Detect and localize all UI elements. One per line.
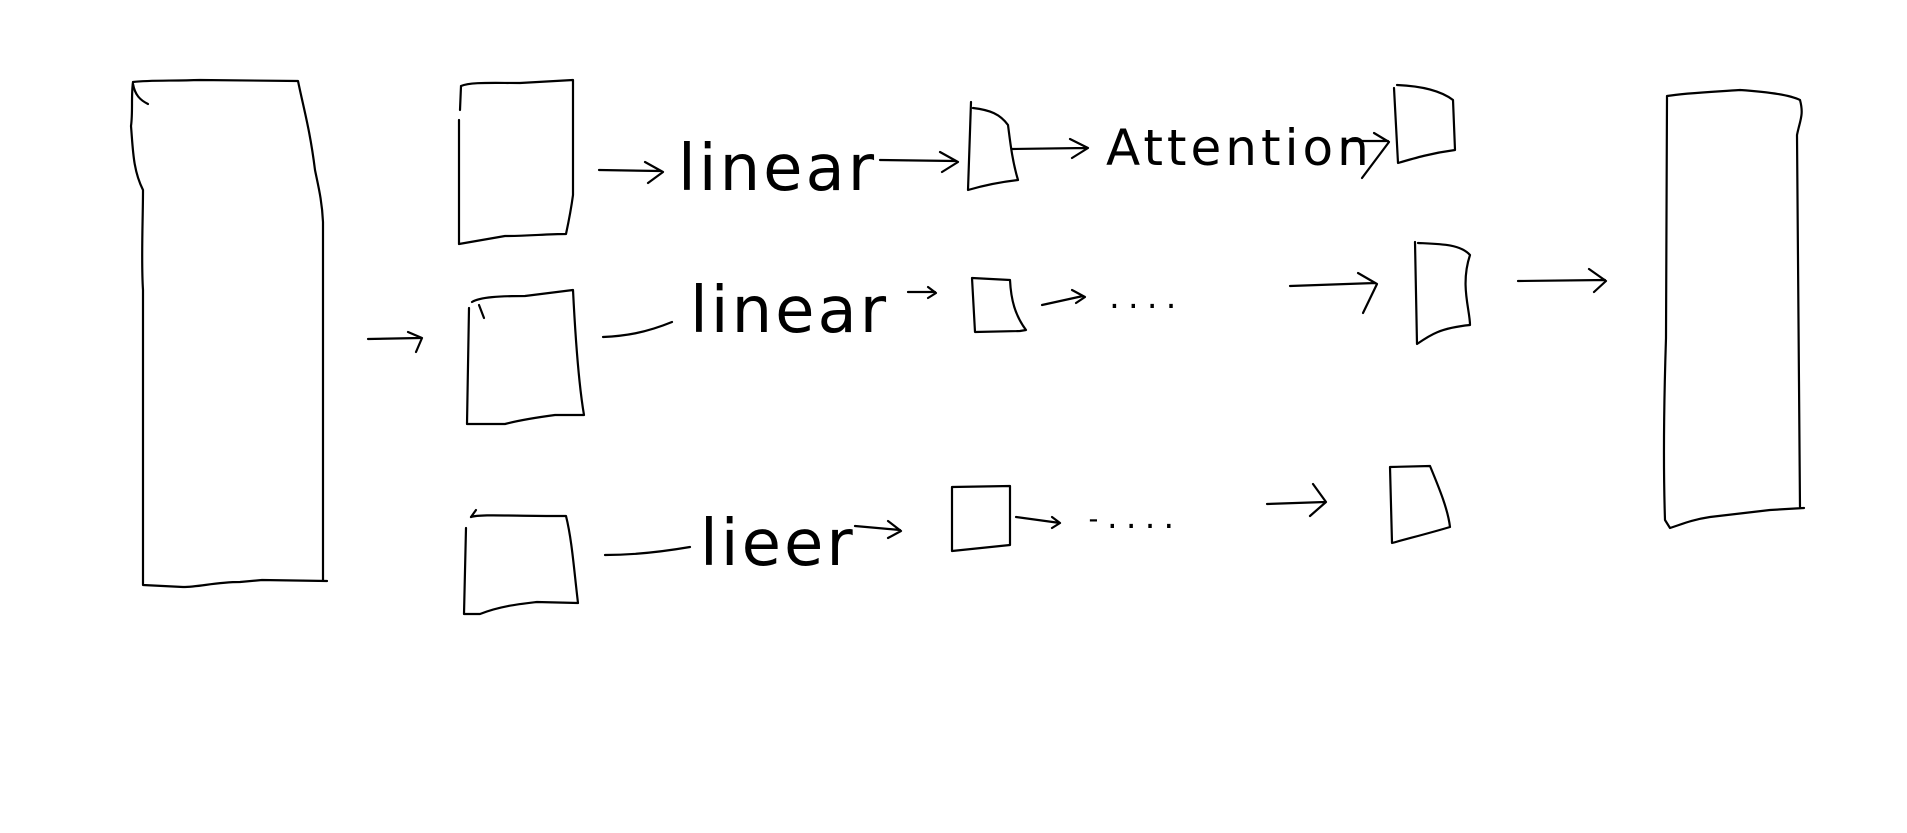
input-block (129, 78, 329, 589)
row2-arrow-in-out (1288, 271, 1379, 315)
row3-arrow-cont (1014, 515, 1062, 530)
row1-mid-block (966, 100, 1020, 192)
merge-arrow (1516, 267, 1608, 294)
row1-op-label: linear (678, 132, 877, 206)
row2-mid-block (970, 276, 1028, 334)
row3-continuation: -.... (1085, 502, 1179, 535)
row2-line-in (601, 320, 674, 339)
row1-arrow-out (878, 150, 960, 174)
row3-op-label: lieer (700, 507, 856, 581)
row2-arrow-out (906, 285, 938, 300)
row3-arrow-out (853, 519, 903, 540)
output-block (1662, 88, 1806, 530)
row1-arrow-attn-out (1341, 131, 1391, 180)
row1-arrow-attn (1010, 137, 1090, 160)
row3-output-block (1388, 464, 1452, 545)
split-arrow (366, 330, 424, 354)
row1-mid-label: Attention (1106, 119, 1373, 177)
row3-line-in (603, 545, 692, 557)
row1-input-block (457, 78, 575, 246)
row2-continuation: .... (1106, 282, 1181, 315)
row3-arrow-in-out (1265, 482, 1328, 518)
row1-output-block (1392, 83, 1457, 165)
row3-mid-block (950, 484, 1012, 553)
row3-input-block (462, 514, 580, 616)
row2-arrow-cont (1040, 288, 1087, 307)
row2-input-block (465, 288, 586, 426)
row1-arrow-in (597, 160, 665, 185)
row2-op-label: linear (690, 274, 889, 348)
row2-output-block (1413, 240, 1472, 346)
